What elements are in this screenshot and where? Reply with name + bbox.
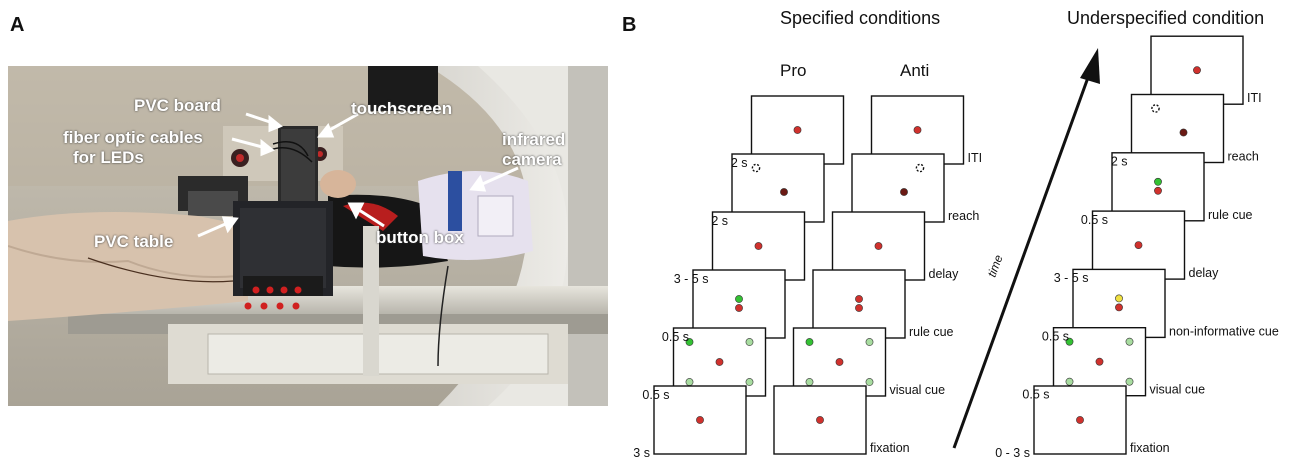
label-button-box: button box [376, 228, 464, 247]
label-for-leds: for LEDs [73, 148, 144, 167]
label-infrared: infrared [502, 130, 566, 149]
under-duration-5: 2 s [1111, 155, 1128, 169]
specified-duration-5: 2 s [731, 156, 748, 170]
pro-frame-0 [653, 385, 747, 455]
under-duration-1: 0.5 s [1022, 388, 1049, 402]
anti-frame-2 [812, 269, 906, 339]
anti-1-cued-target [805, 338, 814, 346]
under-duration-0: 0 - 3 s [995, 446, 1030, 460]
under-phase-label-6: ITI [1247, 91, 1262, 105]
anti-1-target-lower-right [865, 378, 874, 386]
anti-5-fixation-dot [913, 126, 922, 134]
under-1-target-lower-left [1065, 377, 1074, 386]
under-6-fixation-dot [1193, 66, 1201, 75]
under-phase-label-5: reach [1228, 150, 1259, 164]
anti-1-target-lower-left [805, 378, 814, 386]
under-phase-label-1: visual cue [1150, 383, 1206, 397]
specified-duration-4: 2 s [711, 214, 728, 228]
under-frame-4 [1111, 152, 1205, 222]
specified-duration-1: 0.5 s [642, 388, 669, 402]
specified-duration-3: 3 - 5 s [674, 272, 709, 286]
time-arrow-line [952, 71, 1092, 449]
anti-0-fixation-dot [816, 416, 824, 424]
label-touchscreen: touchscreen [351, 99, 453, 118]
anti-4-reach-fixation-dot [900, 188, 908, 196]
under-frame-5 [1130, 93, 1225, 164]
specified-phase-label-2: rule cue [909, 325, 954, 339]
task-timing-diagram: Specified conditions Underspecified cond… [630, 8, 1279, 460]
anti-2-fixation-dot [855, 304, 863, 312]
under-duration-3: 3 - 5 s [1054, 271, 1089, 285]
under-1-cued-target [1065, 337, 1074, 346]
under-5-reach-target [1151, 104, 1160, 113]
panel-a-letter: A [10, 14, 25, 36]
specified-phase-label-0: fixation [870, 441, 910, 455]
pro-label: Pro [780, 61, 806, 80]
pro-0-fixation-dot [696, 416, 704, 424]
under-1-target-upper-right [1125, 337, 1134, 346]
pro-frame-4 [731, 153, 825, 223]
under-4-rule-cue-dot [1154, 177, 1162, 186]
pro-4-reach-fixation-dot [780, 188, 788, 196]
pro-frame-2 [692, 269, 786, 339]
specified-phase-label-4: reach [948, 209, 979, 223]
pro-2-rule-cue-dot [735, 295, 743, 303]
label-pvc-table: PVC table [94, 232, 174, 251]
under-duration-4: 0.5 s [1081, 213, 1108, 227]
anti-1-fixation-dot [835, 358, 844, 366]
specified-title: Specified conditions [780, 8, 940, 28]
under-duration-2: 0.5 s [1042, 329, 1069, 343]
under-2-neutral-cue-dot [1115, 294, 1123, 303]
anti-frame-4 [851, 153, 945, 223]
anti-2-rule-cue-dot [855, 295, 863, 303]
under-0-fixation-dot [1076, 416, 1084, 424]
anti-label: Anti [900, 61, 929, 80]
anti-3-fixation-dot [874, 242, 883, 250]
under-phase-label-4: rule cue [1208, 208, 1253, 222]
panel-b-letter: B [622, 14, 637, 36]
pro-1-target-lower-left [685, 378, 694, 386]
scanner-setup-photo: PVC board touchscreen fiber optic cables… [8, 66, 608, 406]
under-phase-label-0: fixation [1130, 441, 1170, 455]
under-1-target-lower-right [1125, 377, 1134, 386]
pro-1-cued-target [685, 338, 694, 346]
specified-phase-label-1: visual cue [890, 383, 946, 397]
pro-5-fixation-dot [793, 126, 802, 134]
pro-3-fixation-dot [754, 242, 763, 250]
pro-1-fixation-dot [715, 358, 724, 366]
pro-4-reach-target [751, 163, 761, 173]
specified-duration-2: 0.5 s [662, 330, 689, 344]
specified-phase-label-5: ITI [968, 151, 983, 165]
pro-2-fixation-dot [735, 304, 743, 312]
label-camera: camera [502, 150, 562, 169]
under-5-reach-fixation-dot [1179, 128, 1188, 137]
pro-1-target-upper-right [745, 338, 754, 346]
specified-duration-0: 0 - 3 s [630, 446, 650, 460]
pro-1-target-lower-right [745, 378, 754, 386]
scanner-photo-illustration [8, 66, 608, 406]
time-label: time [985, 253, 1006, 279]
anti-1-target-upper-right [865, 338, 874, 346]
under-phase-label-3: delay [1189, 266, 1220, 280]
time-arrow-head [1080, 48, 1100, 84]
under-4-fixation-dot [1154, 186, 1162, 195]
under-2-fixation-dot [1115, 303, 1123, 312]
label-fiber-optic: fiber optic cables [63, 128, 203, 147]
under-phase-label-2: non-informative cue [1169, 324, 1279, 338]
anti-4-reach-target [915, 163, 925, 173]
label-pvc-board: PVC board [134, 96, 221, 115]
specified-phase-label-3: delay [929, 267, 960, 281]
under-1-fixation-dot [1095, 357, 1104, 366]
under-3-fixation-dot [1134, 241, 1143, 249]
underspecified-title: Underspecified condition [1067, 8, 1264, 28]
